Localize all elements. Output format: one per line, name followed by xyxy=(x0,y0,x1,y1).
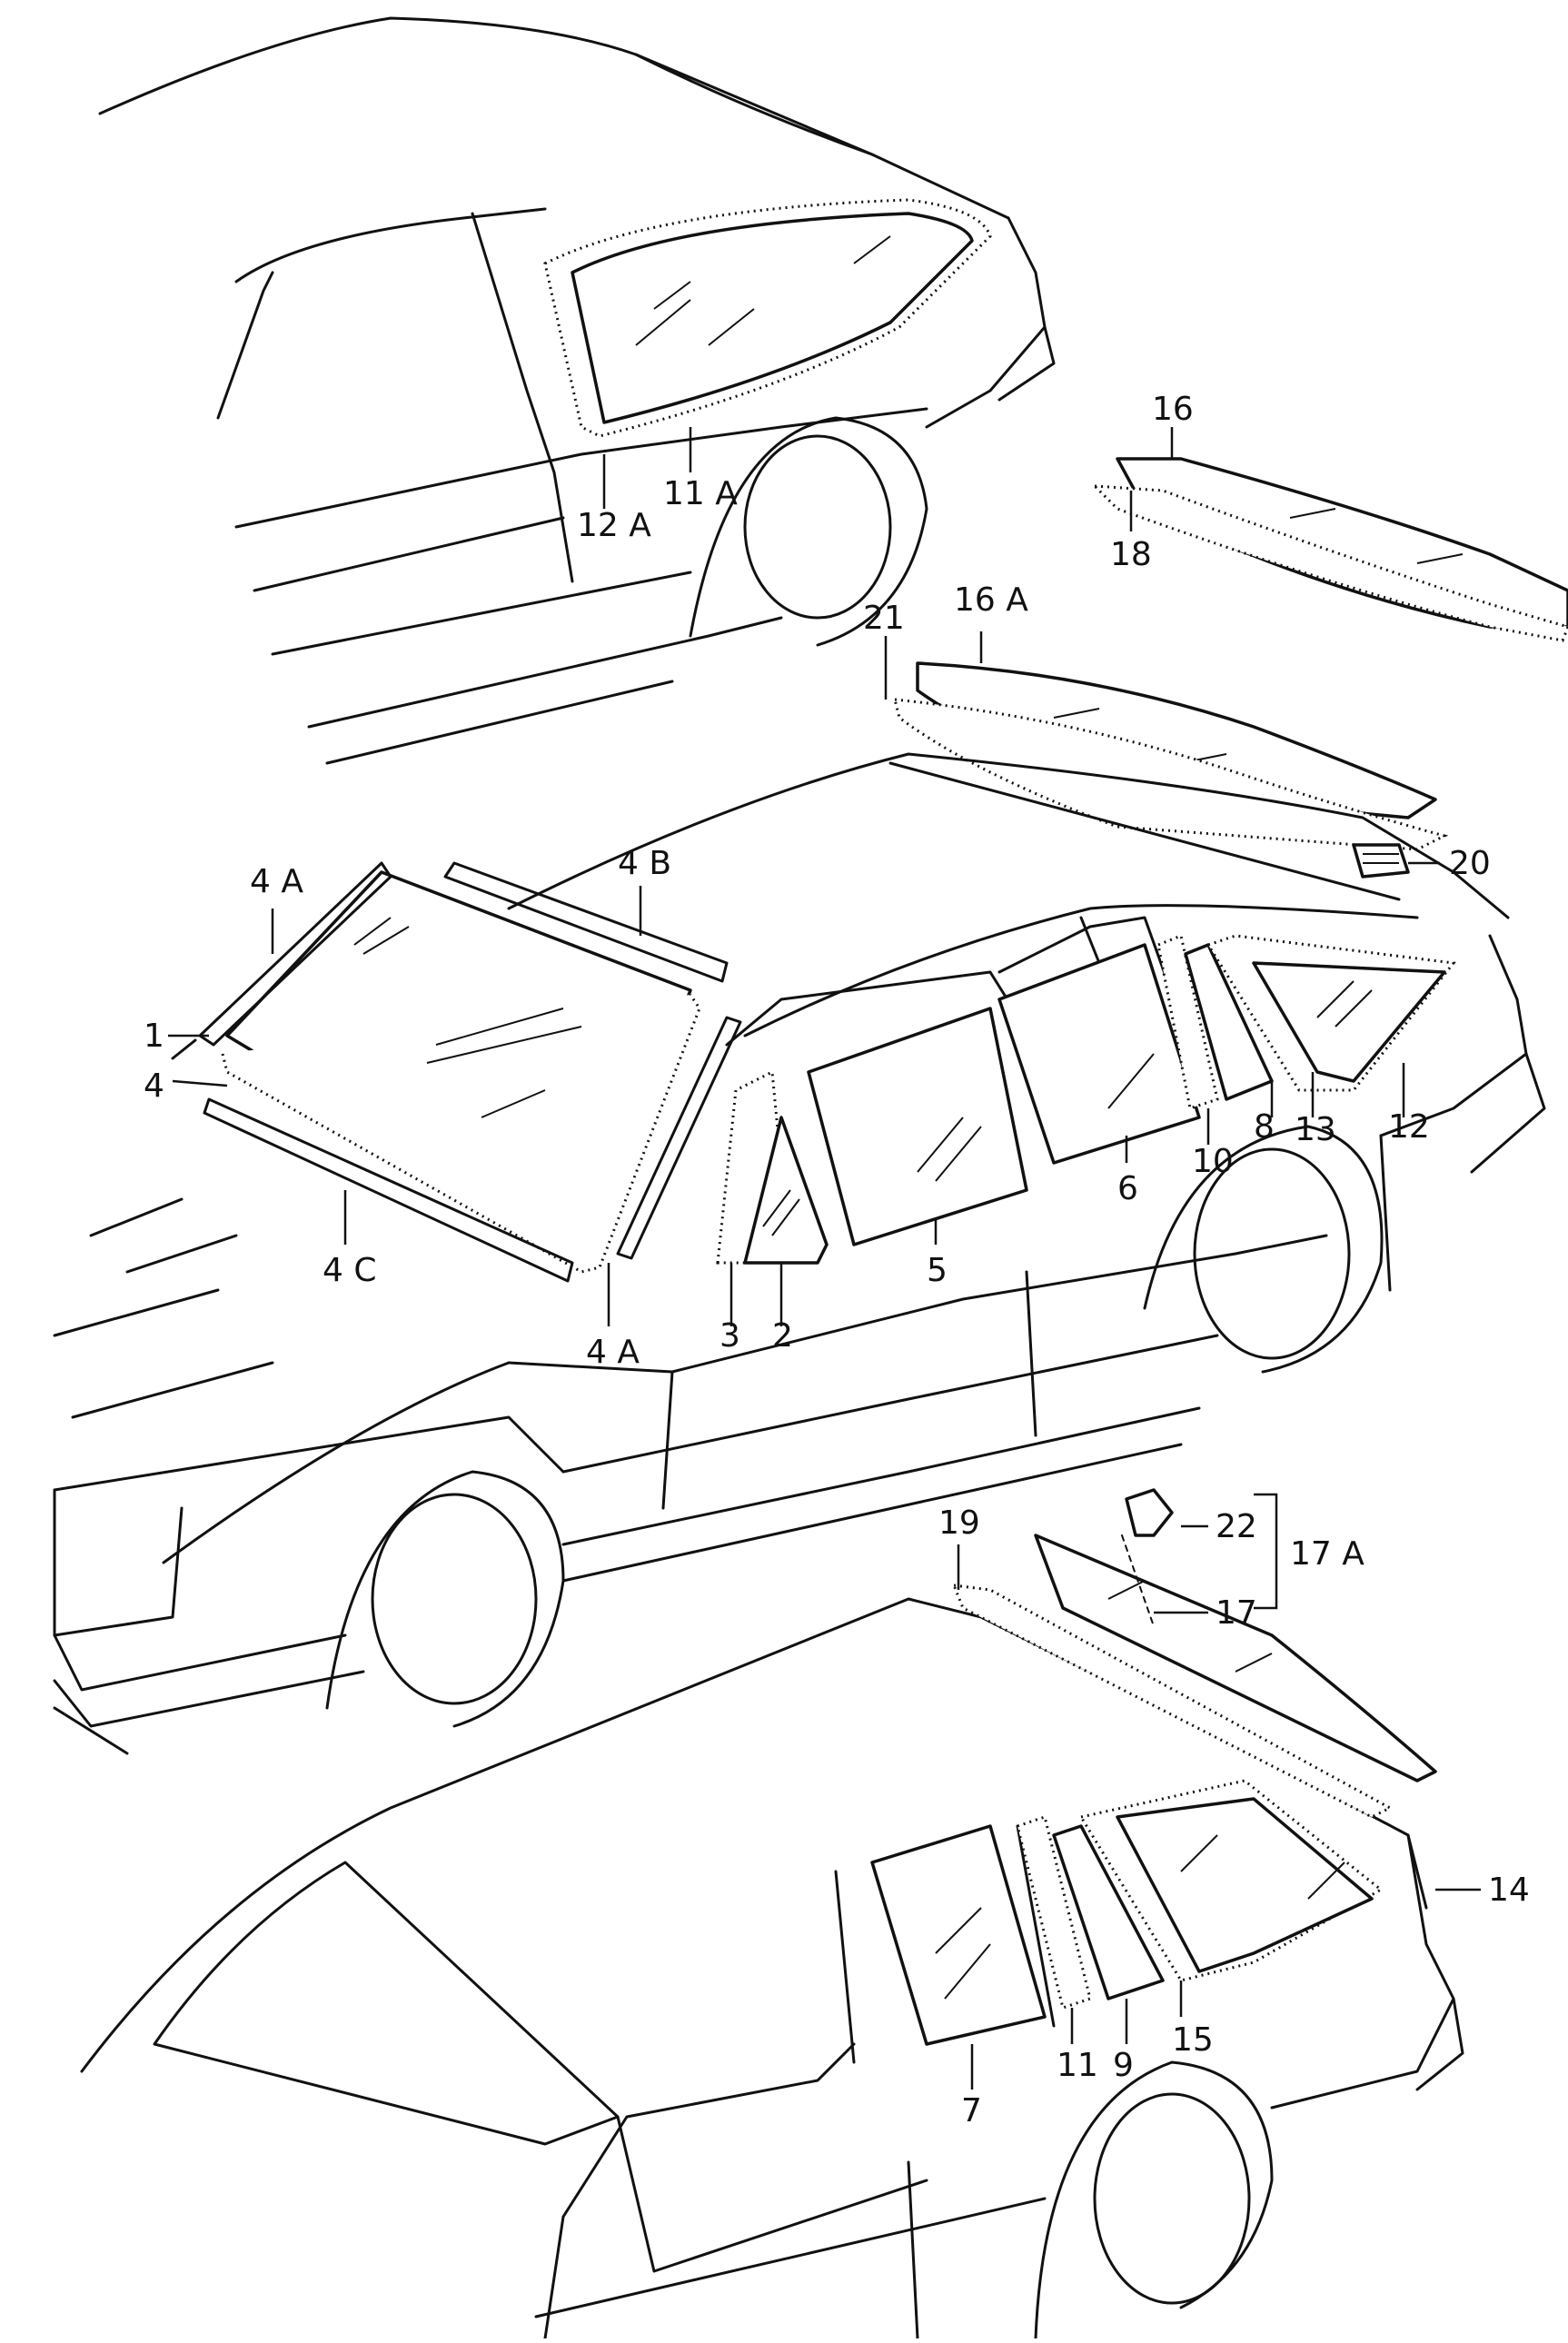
callout-labels: 12 A 11 A 16 18 16 A 21 20 4 A 4 B 1 4 4… xyxy=(144,391,1530,2130)
rear-window-seal-18 xyxy=(1091,484,1568,642)
clip-20 xyxy=(1352,843,1410,879)
callout-1: 1 xyxy=(144,1018,164,1055)
callout-17a: 17 A xyxy=(1290,1535,1365,1573)
callout-4: 4 xyxy=(144,1067,164,1105)
callout-14: 14 xyxy=(1488,1871,1530,1909)
trim-4b xyxy=(443,861,729,983)
callout-4a-top: 4 A xyxy=(250,863,303,900)
callout-17: 17 xyxy=(1216,1594,1257,1632)
callout-11a: 11 A xyxy=(663,475,738,512)
trim-4a-top xyxy=(198,861,392,1047)
rear-window-seal-21 xyxy=(893,698,1449,851)
roof-seal-19 xyxy=(951,1584,1394,1819)
callout-4c: 4 C xyxy=(323,1252,376,1289)
callout-9: 9 xyxy=(1113,2047,1134,2084)
callout-11: 11 xyxy=(1057,2047,1098,2084)
callout-16: 16 xyxy=(1152,391,1194,428)
callout-5: 5 xyxy=(927,1252,948,1289)
callout-12: 12 xyxy=(1388,1108,1430,1146)
trim-4a-bottom xyxy=(616,1016,742,1260)
front-quarter-glass-2 xyxy=(716,1069,829,1265)
callout-20: 20 xyxy=(1449,845,1491,882)
estate-car-body xyxy=(80,1597,1464,2340)
callout-6: 6 xyxy=(1117,1170,1138,1207)
callout-7: 7 xyxy=(961,2092,982,2130)
windscreen xyxy=(221,870,701,1274)
roof-panel-17 xyxy=(1034,1534,1437,1782)
callout-18: 18 xyxy=(1110,536,1152,573)
clip-22 xyxy=(1125,1488,1174,1537)
callout-12a: 12 A xyxy=(577,507,651,544)
callout-13: 13 xyxy=(1295,1111,1336,1148)
callout-2: 2 xyxy=(772,1317,793,1355)
sedan-car-body xyxy=(53,752,1546,1755)
callout-8: 8 xyxy=(1254,1108,1275,1146)
callout-10: 10 xyxy=(1192,1143,1234,1180)
callout-22: 22 xyxy=(1216,1508,1257,1545)
callout-21: 21 xyxy=(863,600,905,637)
callout-3: 3 xyxy=(719,1317,740,1355)
callout-19: 19 xyxy=(938,1504,980,1542)
rear-window-16 xyxy=(1116,457,1568,629)
callout-16a: 16 A xyxy=(954,581,1028,619)
coupe-car-body xyxy=(98,16,1056,765)
callout-4a-bottom: 4 A xyxy=(586,1334,640,1371)
front-door-glass-5 xyxy=(807,1007,1028,1246)
leader-lines xyxy=(168,427,1481,2090)
part-1 xyxy=(171,1038,197,1060)
rear-door-glass-6 xyxy=(997,943,1201,1165)
callout-15: 15 xyxy=(1172,2021,1214,2059)
bracket-17a xyxy=(1254,1493,1278,1610)
trim-4c xyxy=(203,1097,574,1283)
rear-quarter-glass-12 xyxy=(1206,934,1456,1092)
callout-4b: 4 B xyxy=(618,845,671,882)
